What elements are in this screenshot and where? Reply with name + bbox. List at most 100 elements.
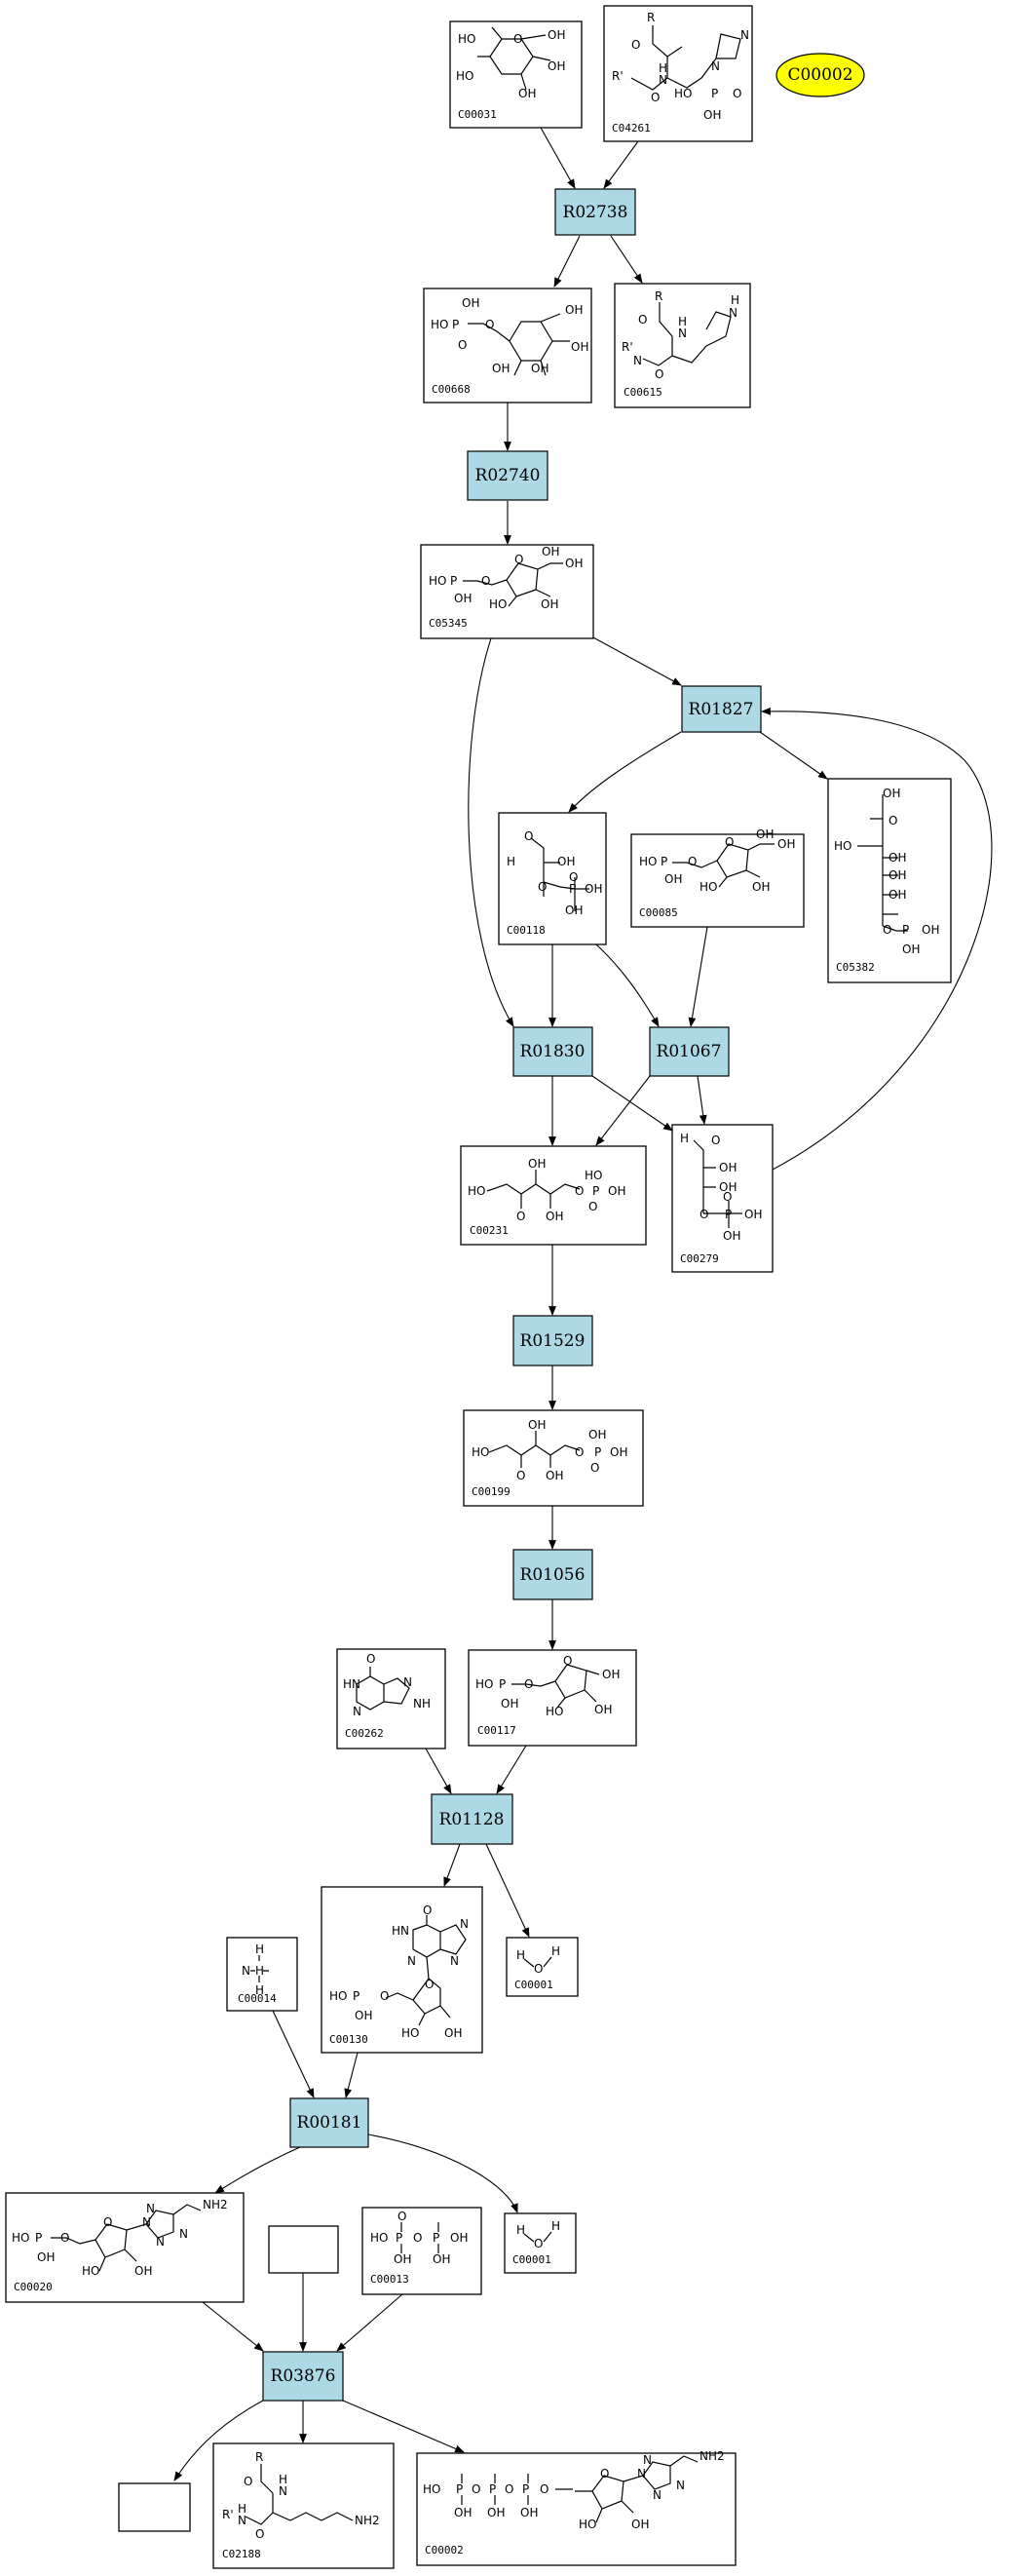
reaction-box (512, 1026, 593, 1077)
svg-text:HO: HO (82, 2264, 99, 2278)
svg-text:OH: OH (492, 362, 510, 375)
edge-c05345-r01827 (590, 635, 682, 686)
reaction-node[interactable]: R01827 (681, 685, 762, 733)
reaction-node[interactable]: R02740 (467, 450, 548, 501)
edge-r00181-c00001b (367, 2134, 518, 2213)
svg-text:N: N (179, 2227, 188, 2241)
compound-label: C05382 (836, 961, 875, 974)
compound-box (226, 1937, 298, 2012)
compound-node-empty[interactable] (118, 2482, 191, 2532)
compound-node[interactable]: O HN N N N HO P O OH O HO OH C00130 (321, 1886, 483, 2054)
compound-label: C00031 (458, 108, 497, 121)
reaction-label: R01529 (520, 1331, 586, 1351)
svg-text:N: N (637, 2467, 646, 2480)
svg-text:O: O (524, 1677, 533, 1691)
svg-text:OH: OH (902, 942, 920, 956)
svg-text:OH: OH (744, 1208, 762, 1221)
reaction-node[interactable]: R00181 (289, 2097, 369, 2148)
svg-text:HO: HO (489, 597, 507, 611)
compound-node[interactable]: HO P O P OH OH O OH C00013 (361, 2207, 482, 2295)
compound-node[interactable]: H N H H C00014 (226, 1937, 298, 2012)
compound-node[interactable]: H O OH OH O P OH O OH C00279 (671, 1124, 774, 1273)
reaction-label: R02738 (563, 203, 628, 222)
reaction-node[interactable]: R01830 (512, 1026, 593, 1077)
compound-node[interactable]: H O H C00001 (506, 1937, 579, 1997)
svg-text:O: O (733, 87, 741, 100)
compound-node[interactable]: O HN N N NH C00262 (336, 1648, 446, 1749)
highlight-label: C00002 (787, 65, 852, 85)
compound-label: C00085 (639, 906, 678, 919)
reaction-node[interactable]: R01128 (431, 1793, 513, 1845)
svg-text:N: N (653, 2488, 662, 2502)
compound-node[interactable]: HO P O OH O OH HO OH C00117 (468, 1649, 637, 1747)
reaction-node[interactable]: R01056 (512, 1549, 593, 1600)
compound-node[interactable]: HO P O OH O OH OH HO OH C00085 (630, 827, 805, 928)
compound-node[interactable]: OH O HO OH OH OH O P OH OH C05382 (827, 778, 952, 983)
svg-text:OH: OH (37, 2250, 55, 2264)
svg-text:OH: OH (531, 362, 548, 375)
compound-node[interactable]: R O R' H N O N N HO P O OH C04261 (603, 5, 753, 142)
structure-c00615: R O H N N R' N H O (622, 289, 739, 381)
compound-node[interactable]: HO P O P O P O OH OH OH O N N NH2 N N HO… (416, 2449, 737, 2566)
svg-text:O: O (600, 2467, 609, 2480)
svg-text:O: O (60, 2231, 69, 2245)
compound-node[interactable]: H O H C00001 (504, 2212, 577, 2274)
highlight-node[interactable]: C00002 (775, 53, 865, 97)
compound-label: C00117 (477, 1724, 516, 1737)
reaction-label: R02740 (475, 466, 541, 485)
edge-r02738-c00615 (610, 235, 643, 284)
svg-text:OH: OH (631, 2518, 649, 2531)
svg-text:O: O (688, 855, 697, 868)
compound-node[interactable]: O HO OH HO OH OH C00031 (449, 20, 583, 129)
compound-label: C00013 (370, 2273, 409, 2286)
compound-node[interactable]: R O H N N R' N H O C00615 (614, 283, 751, 408)
reaction-node[interactable]: R01529 (512, 1315, 593, 1366)
svg-text:H: H (238, 2502, 246, 2516)
svg-text:N: N (142, 2215, 151, 2229)
svg-text:P: P (522, 2482, 529, 2496)
structure-c00001-b: H O H (516, 2219, 560, 2250)
svg-text:HO: HO (674, 87, 692, 100)
edge-r01067-c00231 (595, 1075, 651, 1146)
compound-node[interactable]: OH HO P O O OH OH OH OH C00668 (423, 288, 592, 404)
compound-label: C02188 (222, 2548, 261, 2560)
compound-node[interactable]: R O H N R' N H O NH2 C02188 (212, 2442, 395, 2569)
compound-box (506, 1937, 579, 1997)
svg-text:H: H (659, 61, 667, 75)
svg-text:OH: OH (594, 1703, 612, 1716)
svg-text:OH: OH (355, 2009, 372, 2022)
compound-label: C00199 (472, 1485, 510, 1498)
svg-text:H: H (680, 1132, 689, 1145)
svg-text:OH: OH (444, 2026, 462, 2040)
svg-text:HO: HO (458, 32, 475, 46)
edge-c00020-r03876 (202, 2301, 264, 2352)
compound-label: C00014 (238, 1992, 277, 2005)
svg-text:O: O (700, 1208, 708, 1221)
svg-text:R: R (255, 2450, 263, 2464)
structure-c00002: HO P O P O P O OH OH OH O N N NH2 N N HO… (423, 2449, 725, 2531)
compound-node[interactable]: HO P O OH N N NH2 N N O HO OH C00020 (5, 2192, 245, 2303)
structure-c04261: R O R' H N O N N HO P O OH (612, 11, 749, 122)
svg-text:P: P (711, 87, 718, 100)
reaction-node[interactable]: R02738 (554, 188, 636, 236)
svg-text:O: O (513, 32, 522, 46)
reaction-node[interactable]: R03876 (262, 2351, 344, 2402)
edge-c00014-r00181 (272, 2010, 315, 2098)
edges (173, 127, 993, 2481)
compound-box (420, 544, 594, 639)
compound-node[interactable]: OH HO O OH O P OH O OH C00199 (463, 1409, 644, 1507)
compound-node[interactable]: OH HO O HO P O OH O OH C00231 (460, 1145, 647, 1246)
svg-text:O: O (538, 880, 547, 894)
svg-text:N: N (407, 1954, 416, 1968)
svg-text:P: P (35, 2231, 42, 2245)
reaction-node[interactable]: R01067 (649, 1026, 730, 1077)
edge-c00130-r00181 (344, 2052, 359, 2098)
compound-node[interactable]: O H OH O P OH O OH C00118 (498, 812, 607, 945)
svg-text:OH: OH (889, 888, 906, 902)
compound-node[interactable]: HO P O OH O OH OH HO OH C05345 (420, 544, 594, 639)
svg-text:O: O (575, 1445, 584, 1459)
reaction-box (289, 2097, 369, 2148)
svg-text:OH: OH (703, 108, 721, 122)
compound-node-empty[interactable] (268, 2225, 339, 2274)
